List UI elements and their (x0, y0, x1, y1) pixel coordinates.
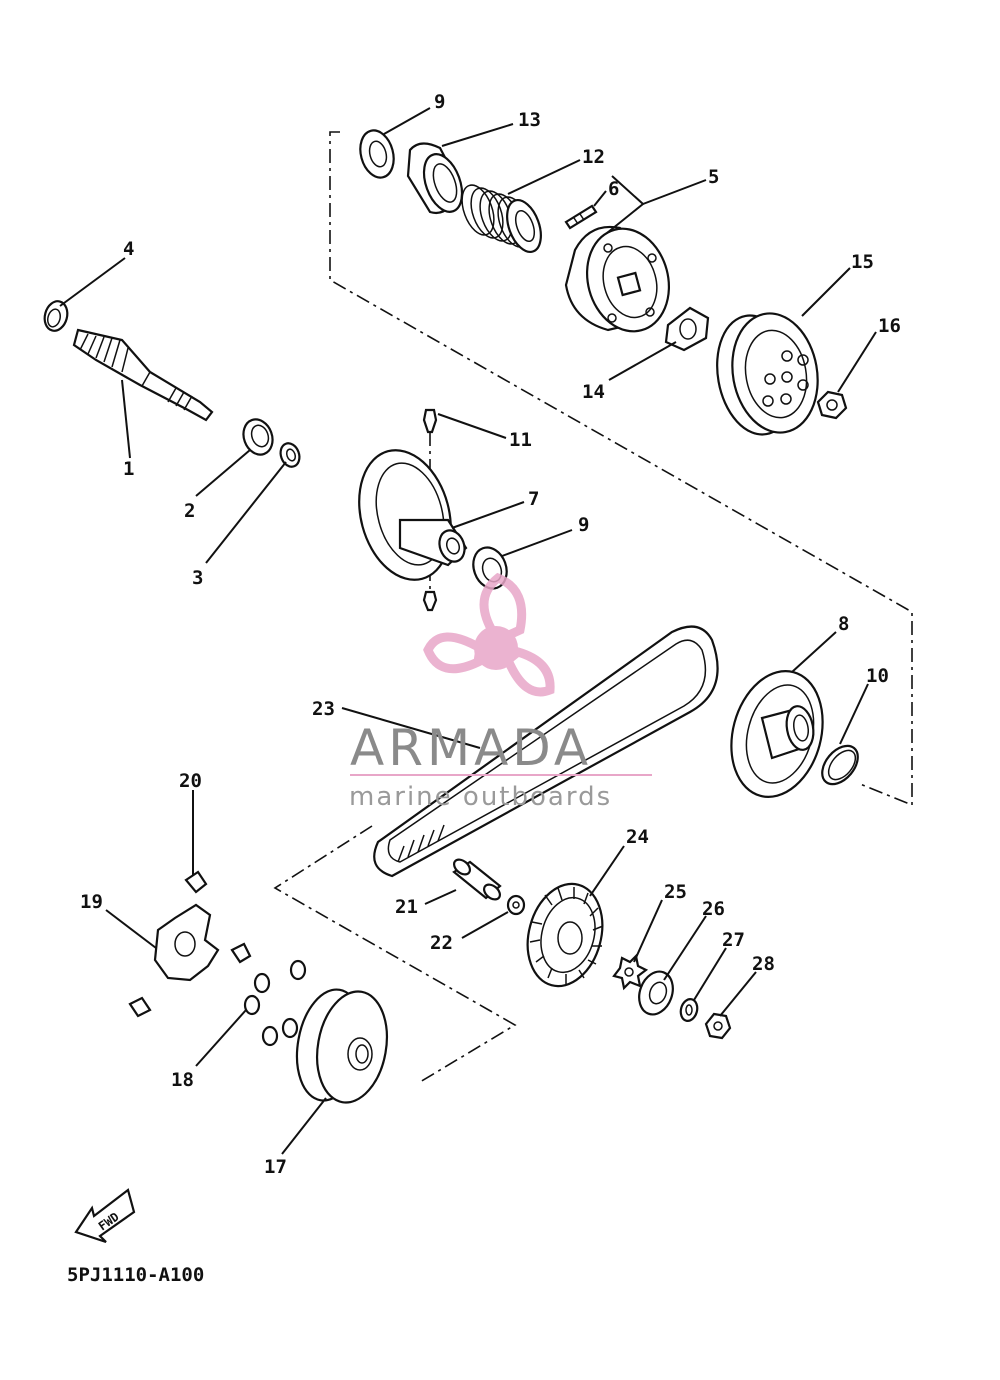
part-25-spline-washer (612, 953, 649, 991)
callout-22: 22 (430, 932, 453, 954)
part-14-nut (664, 306, 710, 352)
part-1-primary-shaft (72, 328, 214, 422)
callout-18: 18 (171, 1069, 194, 1091)
part-23-v-belt (373, 625, 719, 878)
callout-27: 27 (722, 929, 745, 951)
leader-lines (59, 107, 877, 1155)
callout-3: 3 (192, 567, 203, 589)
callout-24: 24 (626, 826, 649, 848)
part-5-clutch-carrier (564, 225, 671, 333)
part-7-fixed-sheave (358, 449, 468, 581)
propeller-logo (423, 572, 555, 697)
callout-16: 16 (878, 315, 901, 337)
callout-13: 13 (518, 109, 541, 131)
fwd-arrow-icon: FWD (74, 1188, 136, 1244)
callout-4: 4 (123, 238, 134, 260)
part-6-pin (564, 204, 598, 230)
callout-26: 26 (702, 898, 725, 920)
part-11-grease-nipple (422, 408, 438, 612)
callout-19: 19 (80, 891, 103, 913)
callout-7: 7 (528, 488, 539, 510)
callout-25: 25 (664, 881, 687, 903)
callout-20: 20 (179, 770, 202, 792)
callout-1: 1 (123, 458, 134, 480)
part-13-collar (406, 142, 464, 215)
callout-11: 11 (509, 429, 532, 451)
callout-15: 15 (851, 251, 874, 273)
watermark-title: ARMADA (350, 719, 592, 777)
callout-21: 21 (395, 896, 418, 918)
callout-9-upper: 9 (434, 91, 445, 113)
part-12-spring (461, 184, 542, 253)
part-18-weights (243, 959, 307, 1047)
diagram-code: 5PJ1110-A100 (67, 1264, 204, 1286)
part-2-bearing (242, 418, 274, 456)
part-10-o-ring (821, 744, 859, 786)
part-21-collar (452, 858, 502, 901)
part-27-washer (679, 998, 699, 1022)
callout-5: 5 (708, 166, 719, 188)
part-22-washer (506, 894, 526, 916)
callout-6: 6 (608, 178, 619, 200)
callout-23: 23 (312, 698, 335, 720)
callout-12: 12 (582, 146, 605, 168)
part-28-nut (704, 1012, 732, 1040)
callout-14: 14 (582, 381, 605, 403)
part-9-spacer-upper (359, 129, 395, 179)
callout-9-middle: 9 (578, 514, 589, 536)
part-3-washer (279, 442, 301, 468)
callout-labels: 1 2 3 4 5 6 7 8 9 9 10 11 12 13 14 15 16… (80, 91, 901, 1178)
callout-10: 10 (866, 665, 889, 687)
part-15-clutch-housing (716, 312, 819, 436)
part-8-sliding-sheave (730, 670, 824, 798)
callout-2: 2 (184, 500, 195, 522)
part-19-cam (153, 903, 220, 982)
assembly-boundary (273, 131, 913, 1083)
part-16-nut (816, 390, 848, 420)
callout-17: 17 (264, 1156, 287, 1178)
callout-8: 8 (838, 613, 849, 635)
part-26-one-way-clutch (638, 970, 674, 1016)
callout-28: 28 (752, 953, 775, 975)
part-17-sliding-sheave (295, 988, 388, 1104)
part-4-oil-seal (43, 300, 69, 332)
watermark-subtitle: marine outboards (349, 782, 612, 812)
part-24-fan-sheave (526, 882, 604, 988)
